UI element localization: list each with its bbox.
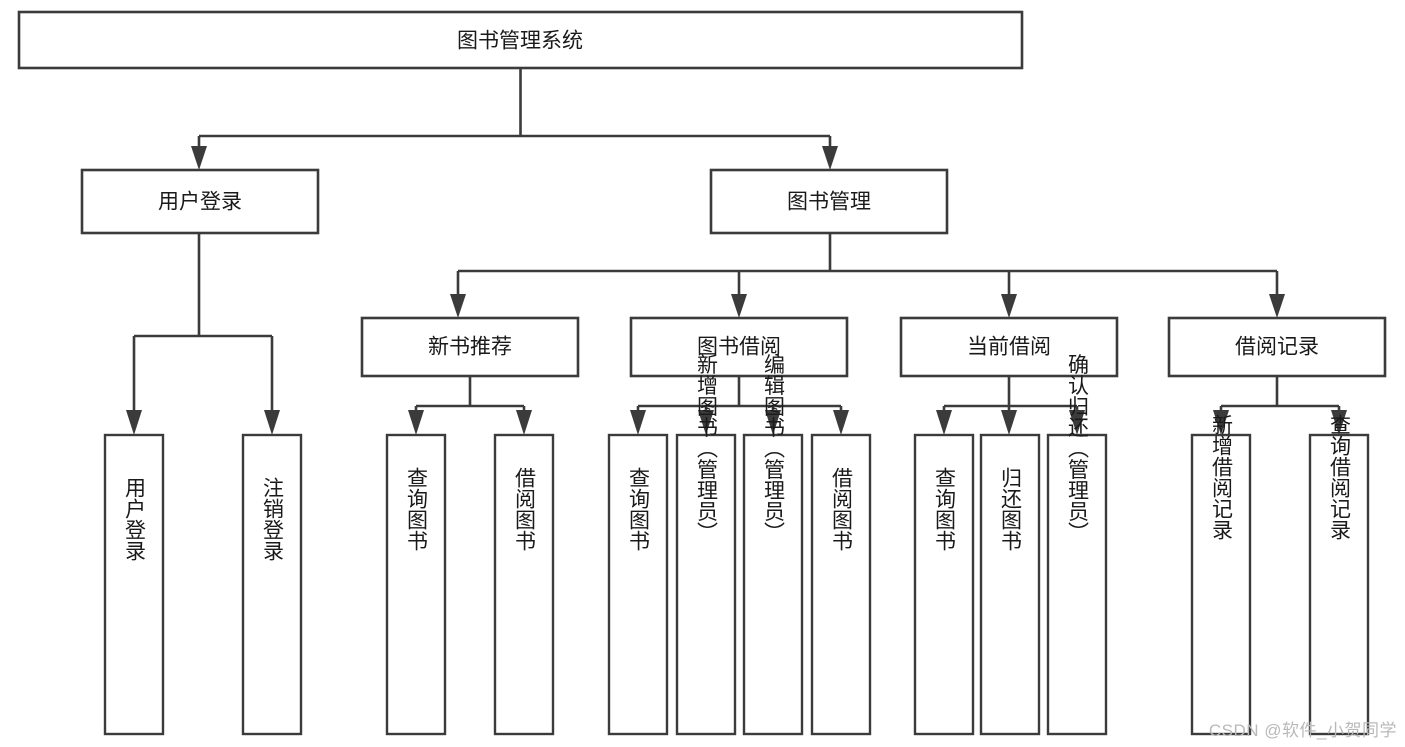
leaf-logout[interactable]: 注销登录	[241, 433, 303, 736]
leaf-add-book-box	[675, 433, 737, 736]
leaf-query-book-c[interactable]: 查询图书	[913, 433, 975, 736]
arrow-head-leaf-add-book	[698, 410, 714, 435]
node-user-login-label: 用户登录	[158, 191, 242, 214]
connector-layer	[126, 68, 1347, 435]
leaf-user-login-box	[103, 433, 165, 736]
leaf-edit-book-label: 编辑图书（管理员）	[762, 354, 786, 543]
node-borrow-records[interactable]: 借阅记录	[1167, 316, 1387, 378]
node-user-login-box	[80, 168, 320, 235]
node-book-management-label: 图书管理	[787, 191, 871, 214]
leaf-borrow-book-a-label: 借阅图书	[513, 467, 537, 551]
leaf-query-book-c-box	[913, 433, 975, 736]
arrow-head-leaf-confirm-return	[1069, 410, 1085, 435]
leaf-confirm-return[interactable]: 确认归还（管理员）	[1046, 354, 1108, 736]
node-book-borrow-label: 图书借阅	[697, 336, 781, 359]
leaf-query-borrow-record[interactable]: 查询借阅记录	[1308, 414, 1370, 736]
arrow-head-leaf-query-book-b	[630, 410, 646, 435]
leaf-logout-label: 注销登录	[261, 477, 285, 561]
arrow-head-leaf-add-record	[1213, 410, 1229, 435]
leaf-borrow-book-b-label: 借阅图书	[830, 467, 854, 551]
node-new-book-recommend[interactable]: 新书推荐	[360, 316, 580, 378]
leaf-add-book-label: 新增图书（管理员）	[695, 354, 719, 543]
node-book-management[interactable]: 图书管理	[709, 168, 949, 235]
node-root-system-box	[17, 10, 1024, 70]
arrow-head-leaf-user-login	[126, 410, 142, 435]
node-borrow-records-label: 借阅记录	[1235, 336, 1319, 359]
leaf-user-login-label: 用户登录	[123, 477, 147, 561]
leaf-edit-book[interactable]: 编辑图书（管理员）	[742, 354, 804, 736]
leaf-confirm-return-box	[1046, 433, 1108, 736]
arrow-head-leaf-borrow-book-b	[833, 410, 849, 435]
leaf-query-book-b-box	[607, 433, 669, 736]
node-current-borrow-box	[899, 316, 1119, 378]
leaf-borrow-book-a-box	[493, 433, 555, 736]
node-new-book-recommend-box	[360, 316, 580, 378]
leaf-borrow-book-b[interactable]: 借阅图书	[810, 433, 872, 736]
node-new-book-recommend-label: 新书推荐	[428, 336, 512, 359]
node-book-borrow[interactable]: 图书借阅	[629, 316, 849, 378]
leaf-user-login[interactable]: 用户登录	[103, 433, 165, 736]
node-user-login[interactable]: 用户登录	[80, 168, 320, 235]
arrow-head-leaf-return-book	[1001, 410, 1017, 435]
leaf-query-book-a-box	[385, 433, 447, 736]
arrow-head-new-book-rec	[450, 294, 466, 318]
leaf-logout-box	[241, 433, 303, 736]
arrow-head-leaf-query-record	[1331, 410, 1347, 435]
arrow-head-leaf-query-book-a	[408, 410, 424, 435]
arrow-head-leaf-edit-book	[765, 410, 781, 435]
leaf-borrow-book-b-box	[810, 433, 872, 736]
leaf-add-book[interactable]: 新增图书（管理员）	[675, 354, 737, 736]
csdn-watermark: CSDN @软件_小贺同学	[1208, 721, 1397, 740]
leaf-confirm-return-label: 确认归还（管理员）	[1066, 354, 1090, 543]
node-current-borrow-label: 当前借阅	[967, 336, 1051, 359]
node-root-system[interactable]: 图书管理系统	[17, 10, 1024, 70]
leaf-return-book-label: 归还图书	[999, 467, 1023, 551]
arrow-head-book-mgmt	[822, 146, 838, 170]
leaf-borrow-book-a[interactable]: 借阅图书	[493, 433, 555, 736]
leaf-return-book-box	[979, 433, 1041, 736]
leaf-query-book-c-label: 查询图书	[933, 467, 957, 551]
node-book-borrow-box	[629, 316, 849, 378]
leaf-query-book-a-label: 查询图书	[405, 467, 429, 551]
arrow-head-leaf-borrow-book-a	[516, 410, 532, 435]
arrow-head-leaf-logout	[264, 410, 280, 435]
arrow-head-current-borrow	[1001, 294, 1017, 318]
arrow-head-user-login	[191, 146, 207, 170]
arrow-head-leaf-query-book-c	[936, 410, 952, 435]
node-current-borrow[interactable]: 当前借阅	[899, 316, 1119, 378]
leaf-query-book-a[interactable]: 查询图书	[385, 433, 447, 736]
node-root-system-label: 图书管理系统	[457, 30, 583, 53]
leaf-edit-book-box	[742, 433, 804, 736]
arrow-head-book-borrow	[731, 294, 747, 318]
leaf-return-book[interactable]: 归还图书	[979, 433, 1041, 736]
leaf-add-borrow-record-label: 新增借阅记录	[1210, 414, 1234, 540]
leaf-query-book-b[interactable]: 查询图书	[607, 433, 669, 736]
node-book-management-box	[709, 168, 949, 235]
leaf-query-borrow-record-box	[1308, 433, 1370, 736]
leaf-add-borrow-record-box	[1190, 433, 1252, 736]
arrow-head-borrow-records	[1269, 294, 1285, 318]
leaf-query-borrow-record-label: 查询借阅记录	[1328, 414, 1352, 540]
leaf-query-book-b-label: 查询图书	[627, 467, 651, 551]
node-borrow-records-box	[1167, 316, 1387, 378]
leaf-add-borrow-record[interactable]: 新增借阅记录	[1190, 414, 1252, 736]
